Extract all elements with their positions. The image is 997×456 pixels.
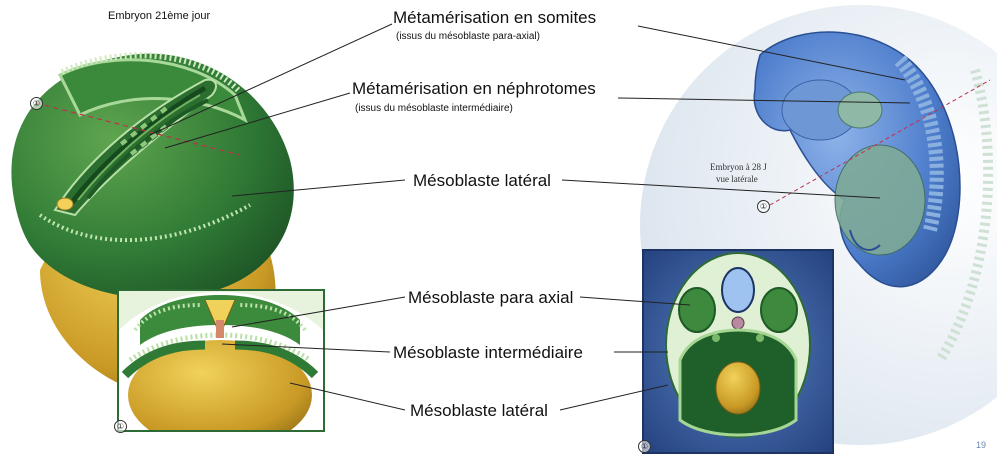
- neural-tube: [722, 268, 754, 312]
- lateral-mesoderm-label-top: Mésoblaste latéral: [413, 171, 551, 191]
- lateral-mesoderm-label-bottom: Mésoblaste latéral: [410, 401, 548, 421]
- limb-bud: [835, 145, 925, 255]
- primitive-node: [57, 198, 73, 210]
- section-marker-21-day-bottom: ①: [114, 420, 127, 433]
- transverse-section-28-day: [643, 250, 833, 453]
- embryo-28-day-label: Embryon à 28 J: [710, 162, 767, 172]
- transverse-section-21-day: [118, 290, 324, 450]
- embryo-21-day-label: Embryon 21ème jour: [108, 10, 210, 22]
- gut-section: [716, 362, 760, 414]
- somites-label: Métamérisation en somites: [393, 8, 596, 28]
- intermediate-mesoderm-label: Mésoblaste intermédiaire: [393, 343, 583, 363]
- section-marker-28-day: ①: [757, 200, 770, 213]
- nephrotomes-sublabel: (issus du mésoblaste intermédiaire): [355, 103, 513, 114]
- somite-right: [761, 288, 797, 332]
- embryo-28-day-view-label: vue latérale: [716, 174, 758, 184]
- somites-sublabel: (issus du mésoblaste para-axial): [396, 31, 540, 42]
- section-marker-28-day-bottom: ①: [638, 440, 651, 453]
- nephrotomes-label: Métamérisation en néphrotomes: [352, 79, 596, 99]
- paraxial-mesoderm-label: Mésoblaste para axial: [408, 288, 573, 308]
- section-marker-21-day: ①: [30, 97, 43, 110]
- somite-left: [679, 288, 715, 332]
- page-number: 19: [976, 440, 986, 450]
